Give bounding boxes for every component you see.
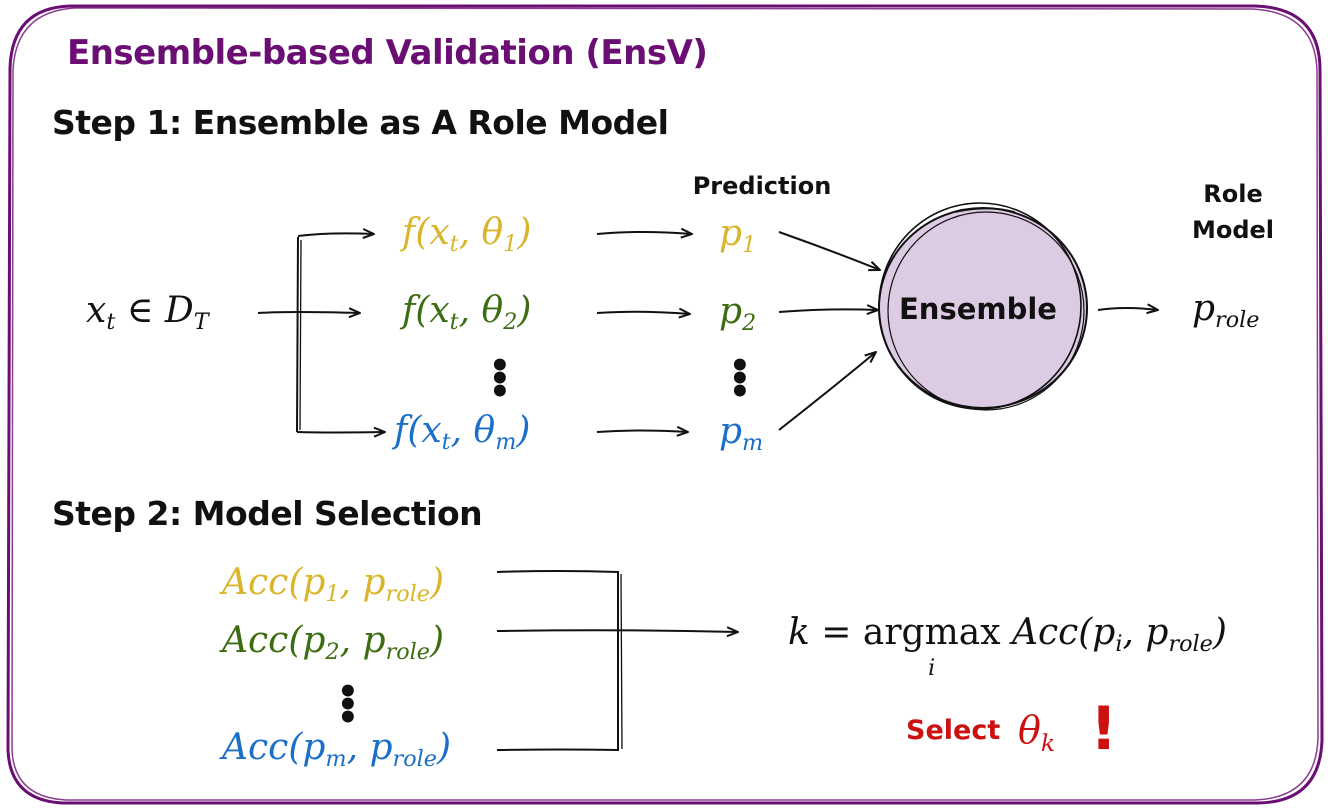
diagram-title: Ensemble-based Validation (EnsV) [67,33,708,73]
role-model-header: Role Model [1191,180,1275,244]
vertical-ellipsis-accuracies: ••• [337,672,359,738]
outer-frame [6,4,1324,805]
accuracy-m: Acc(pm, prole) [222,727,452,773]
accuracy-2: Acc(p2, prole) [222,620,445,666]
prediction-1: p1 [719,213,757,259]
outer-frame-stroke2 [11,7,1319,801]
vertical-ellipsis-predictions: ••• [729,346,751,412]
ensemble-to-role-arrow [1097,303,1159,315]
selected-theta: θk [1018,708,1056,757]
function-to-prediction-arrows [596,227,693,437]
input-expression: xt ∈ DT [86,290,209,336]
vertical-ellipsis-models: ••• [489,346,511,412]
exclamation-mark: ! [1090,694,1118,764]
accuracy-1: Acc(p1, prole) [222,562,445,608]
step1-heading: Step 1: Ensemble as A Role Model [52,103,669,142]
model-function-2: f(xt, θ2) [402,290,532,336]
prediction-2: p2 [719,291,757,337]
model-function-1: f(xt, θ1) [402,212,532,258]
input-fork [257,228,386,438]
model-function-m: f(xt, θm) [394,410,531,456]
ensemble-label: Ensemble [899,292,1057,326]
select-label: Select [906,715,1001,746]
prediction-to-ensemble-arrows [778,231,881,431]
prediction-header: Prediction [692,172,832,200]
step2-heading: Step 2: Model Selection [52,494,483,533]
role-model-prediction: prole [1192,288,1260,334]
ensemble-circle [878,202,1088,411]
accuracy-join [496,570,739,751]
prediction-m: pm [719,411,764,457]
